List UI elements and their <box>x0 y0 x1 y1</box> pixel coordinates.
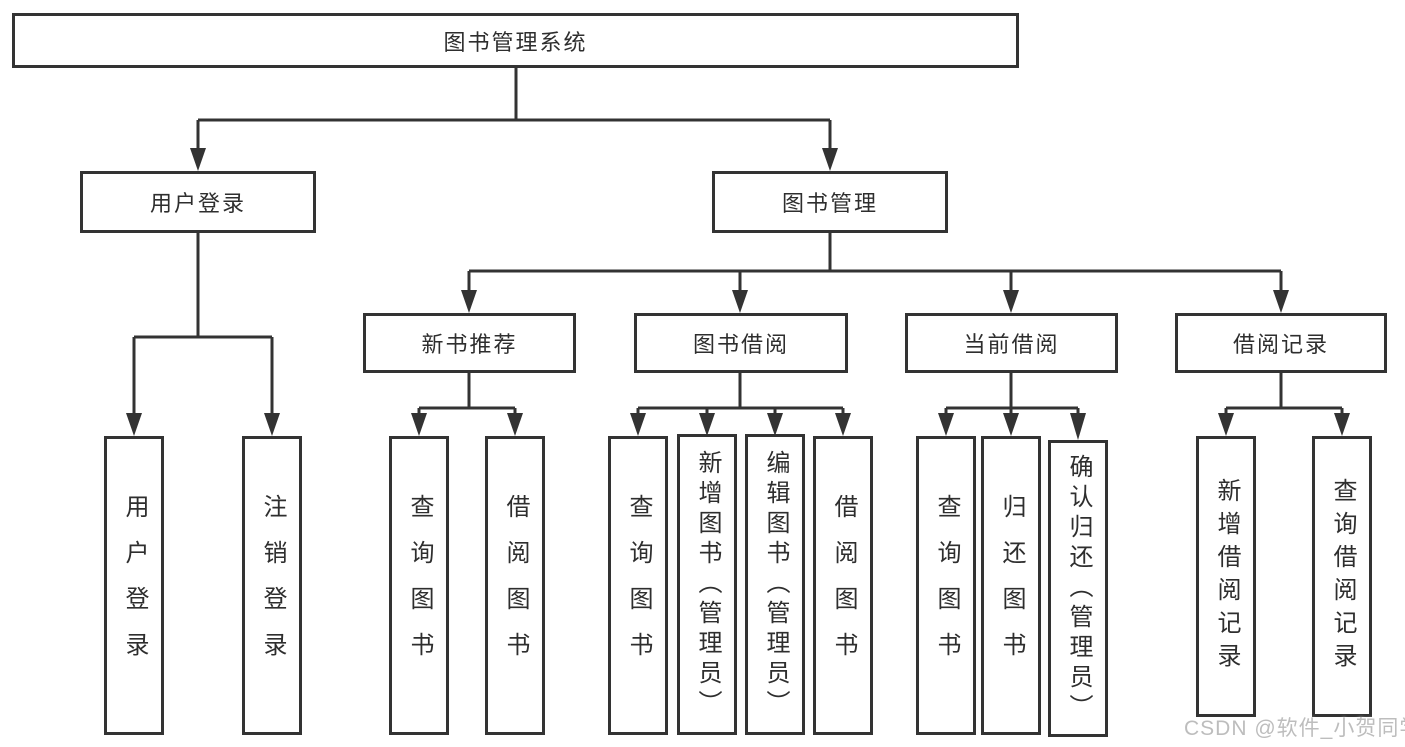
leaf-label: 查询图书 <box>406 493 433 678</box>
node-root-label: 图书管理系统 <box>443 29 588 55</box>
arrow-down-icon <box>767 413 783 436</box>
connector-root-to-level2 <box>190 67 838 171</box>
arrow-down-icon <box>126 413 142 436</box>
arrow-down-icon <box>411 413 427 436</box>
leaf-label: 确认归还（管理员） <box>1065 453 1092 724</box>
arrow-down-icon <box>822 148 838 171</box>
connector-current-borrow-children <box>938 373 1086 440</box>
node-borrow-records-label: 借阅记录 <box>1232 332 1329 357</box>
watermark: CSDN @软件_小贺同学 <box>1184 717 1405 740</box>
arrow-down-icon <box>190 148 206 171</box>
arrow-down-icon <box>732 290 748 313</box>
node-root: 图书管理系统 <box>12 13 1019 68</box>
node-book-borrow: 图书借阅 <box>634 313 848 373</box>
arrow-down-icon <box>1070 413 1086 440</box>
leaf-label: 借阅图书 <box>830 493 857 678</box>
arrow-down-icon <box>630 413 646 436</box>
node-new-book-recommend: 新书推荐 <box>363 313 576 373</box>
arrow-down-icon <box>1273 290 1289 313</box>
leaf-label: 用户登录 <box>121 493 148 678</box>
node-book-management: 图书管理 <box>712 171 948 233</box>
leaf-label: 新增借阅记录 <box>1213 477 1240 676</box>
arrow-down-icon <box>1003 413 1019 436</box>
leaf-logout: 注销登录 <box>242 436 302 735</box>
leaf-user-login: 用户登录 <box>104 436 164 735</box>
arrow-down-icon <box>938 413 954 436</box>
arrow-down-icon <box>1218 413 1234 436</box>
node-book-management-label: 图书管理 <box>781 191 878 216</box>
leaf-query-books-borrow: 查询图书 <box>608 436 668 735</box>
node-current-borrow: 当前借阅 <box>905 313 1118 373</box>
leaf-label: 编辑图书（管理员） <box>762 449 789 720</box>
leaf-borrow-books-recommend: 借阅图书 <box>485 436 545 735</box>
arrow-down-icon <box>264 413 280 436</box>
node-user-login-label: 用户登录 <box>149 191 246 216</box>
arrow-down-icon <box>507 413 523 436</box>
leaf-label: 查询图书 <box>625 493 652 678</box>
leaf-label: 查询借阅记录 <box>1329 477 1356 676</box>
leaf-label: 注销登录 <box>259 493 286 678</box>
leaf-label: 归还图书 <box>998 493 1025 678</box>
connector-book-management-children <box>461 233 1289 313</box>
leaf-query-books-recommend: 查询图书 <box>389 436 449 735</box>
leaf-confirm-return-admin: 确认归还（管理员） <box>1048 440 1108 737</box>
leaf-query-borrow-record: 查询借阅记录 <box>1312 436 1372 717</box>
arrow-down-icon <box>1003 290 1019 313</box>
arrow-down-icon <box>1334 413 1350 436</box>
leaf-label: 查询图书 <box>933 493 960 678</box>
node-current-borrow-label: 当前借阅 <box>963 332 1060 357</box>
leaf-edit-book-admin: 编辑图书（管理员） <box>745 434 805 735</box>
node-user-login: 用户登录 <box>80 171 316 233</box>
node-book-borrow-label: 图书借阅 <box>692 332 789 357</box>
connector-user-login-children <box>126 233 280 436</box>
node-new-book-recommend-label: 新书推荐 <box>421 332 518 357</box>
arrow-down-icon <box>699 413 715 436</box>
leaf-add-book-admin: 新增图书（管理员） <box>677 434 737 735</box>
connector-borrow-records-children <box>1218 373 1350 436</box>
leaf-add-borrow-record: 新增借阅记录 <box>1196 436 1256 717</box>
arrow-down-icon <box>461 290 477 313</box>
leaf-return-book: 归还图书 <box>981 436 1041 735</box>
node-borrow-records: 借阅记录 <box>1175 313 1387 373</box>
leaf-label: 新增图书（管理员） <box>694 449 721 720</box>
connector-book-borrow-children <box>630 373 851 436</box>
leaf-borrow-books: 借阅图书 <box>813 436 873 735</box>
connector-new-book-recommend-children <box>411 373 523 436</box>
leaf-label: 借阅图书 <box>502 493 529 678</box>
leaf-query-books-current: 查询图书 <box>916 436 976 735</box>
arrow-down-icon <box>835 413 851 436</box>
